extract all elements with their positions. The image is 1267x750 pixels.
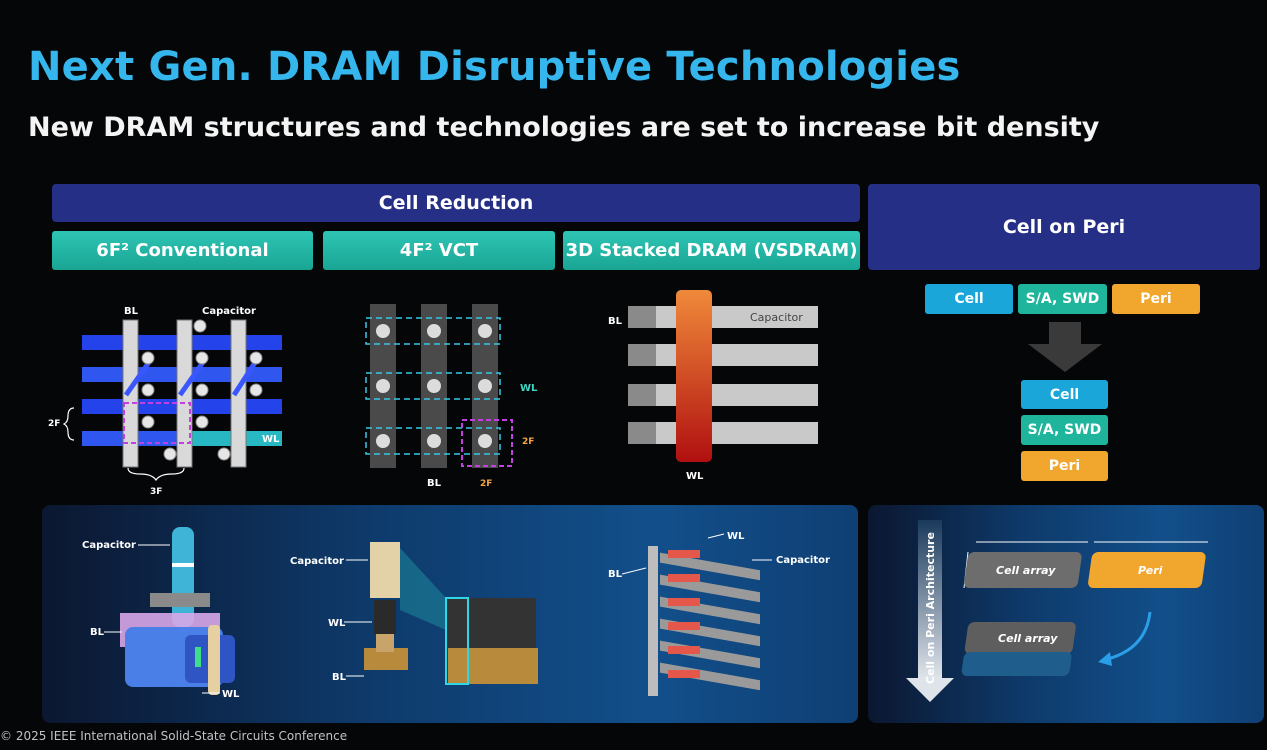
chip-sa-swd-stack: S/A, SWD bbox=[1021, 415, 1108, 445]
bottom-vsdram-bl-label: BL bbox=[608, 569, 623, 580]
vct-4f2-header: 4F² VCT bbox=[323, 231, 555, 270]
page-subtitle: New DRAM structures and technologies are… bbox=[28, 112, 1100, 143]
chip-sa-swd-top: S/A, SWD bbox=[1018, 284, 1107, 314]
architecture-vertical-label: Cell on Peri Architecture bbox=[924, 532, 937, 684]
vsdram-wl-label: WL bbox=[686, 471, 704, 482]
vsdram-wordline-pillar bbox=[676, 290, 712, 462]
bottom-conv-wl-label: WL bbox=[222, 689, 240, 700]
conventional-6f2-header: 6F² Conventional bbox=[52, 231, 313, 270]
vct-dim-2f-side: 2F bbox=[522, 437, 534, 447]
vsdram-layers bbox=[628, 306, 818, 444]
bottom-vct-bl-label: BL bbox=[332, 672, 347, 683]
conventional-capacitor-label: Capacitor bbox=[202, 306, 256, 317]
vsdram-capacitor-label: Capacitor bbox=[750, 311, 803, 324]
bitlines bbox=[122, 319, 247, 468]
chip-cell-top: Cell bbox=[925, 284, 1013, 314]
brace-2f bbox=[62, 407, 75, 441]
vct-unit-cell-outline bbox=[461, 419, 513, 467]
vct-wl-label: WL bbox=[520, 383, 538, 394]
down-arrow-icon bbox=[1028, 322, 1102, 372]
conventional-6f2-diagram: BL Capacitor WL 2F 3F bbox=[48, 306, 282, 497]
bottom-vsdram-capacitor-label: Capacitor bbox=[776, 555, 830, 566]
unit-cell-outline bbox=[123, 402, 191, 444]
page-title: Next Gen. DRAM Disruptive Technologies bbox=[28, 44, 961, 90]
vsdram-header: 3D Stacked DRAM (VSDRAM) bbox=[563, 231, 860, 270]
conventional-3d-illustration: Capacitor BL WL bbox=[82, 527, 240, 700]
curved-arrow-icon bbox=[1103, 611, 1152, 662]
vsdram-3d-illustration: WL BL Capacitor bbox=[608, 531, 830, 696]
dim-2f-label: 2F bbox=[48, 419, 60, 429]
bottom-conv-bl-label: BL bbox=[90, 627, 105, 638]
cell-array-block-2: Cell array bbox=[998, 632, 1058, 645]
vct-cells bbox=[376, 324, 492, 448]
chip-peri-top: Peri bbox=[1112, 284, 1200, 314]
chip-peri-stack: Peri bbox=[1021, 451, 1108, 481]
cell-array-block-1: Cell array bbox=[996, 564, 1056, 577]
vsdram-stack-layers bbox=[660, 550, 760, 691]
cell-on-peri-architecture-diagram: Cell on Peri Architecture Cell array Per… bbox=[906, 520, 1208, 702]
dim-3f-label: 3F bbox=[150, 487, 162, 497]
chip-cell-stack: Cell bbox=[1021, 380, 1108, 409]
vct-3d-illustration: Capacitor WL BL bbox=[290, 542, 538, 685]
bottom-conv-capacitor-label: Capacitor bbox=[82, 540, 136, 551]
conventional-bl-label: BL bbox=[124, 306, 139, 317]
vsdram-diagram: BL Capacitor WL bbox=[608, 290, 818, 482]
brace-3f bbox=[127, 467, 185, 482]
vsdram-bl-label: BL bbox=[608, 316, 623, 327]
vct-dim-2f-bottom: 2F bbox=[480, 479, 492, 489]
bottom-vsdram-wl-label: WL bbox=[727, 531, 745, 542]
vct-4f2-diagram: WL 2F BL 2F bbox=[365, 304, 538, 489]
cell-on-peri-header: Cell on Peri bbox=[868, 184, 1260, 270]
bottom-vct-wl-label: WL bbox=[328, 618, 346, 629]
conventional-wl-label: WL bbox=[262, 434, 280, 445]
bottom-vct-capacitor-label: Capacitor bbox=[290, 556, 344, 567]
vct-bl-label: BL bbox=[427, 478, 442, 489]
peri-block: Peri bbox=[1138, 564, 1163, 577]
capacitor-contacts bbox=[141, 319, 263, 461]
footer-copyright: © 2025 IEEE International Solid-State Ci… bbox=[0, 729, 348, 743]
cell-reduction-header: Cell Reduction bbox=[52, 184, 860, 222]
